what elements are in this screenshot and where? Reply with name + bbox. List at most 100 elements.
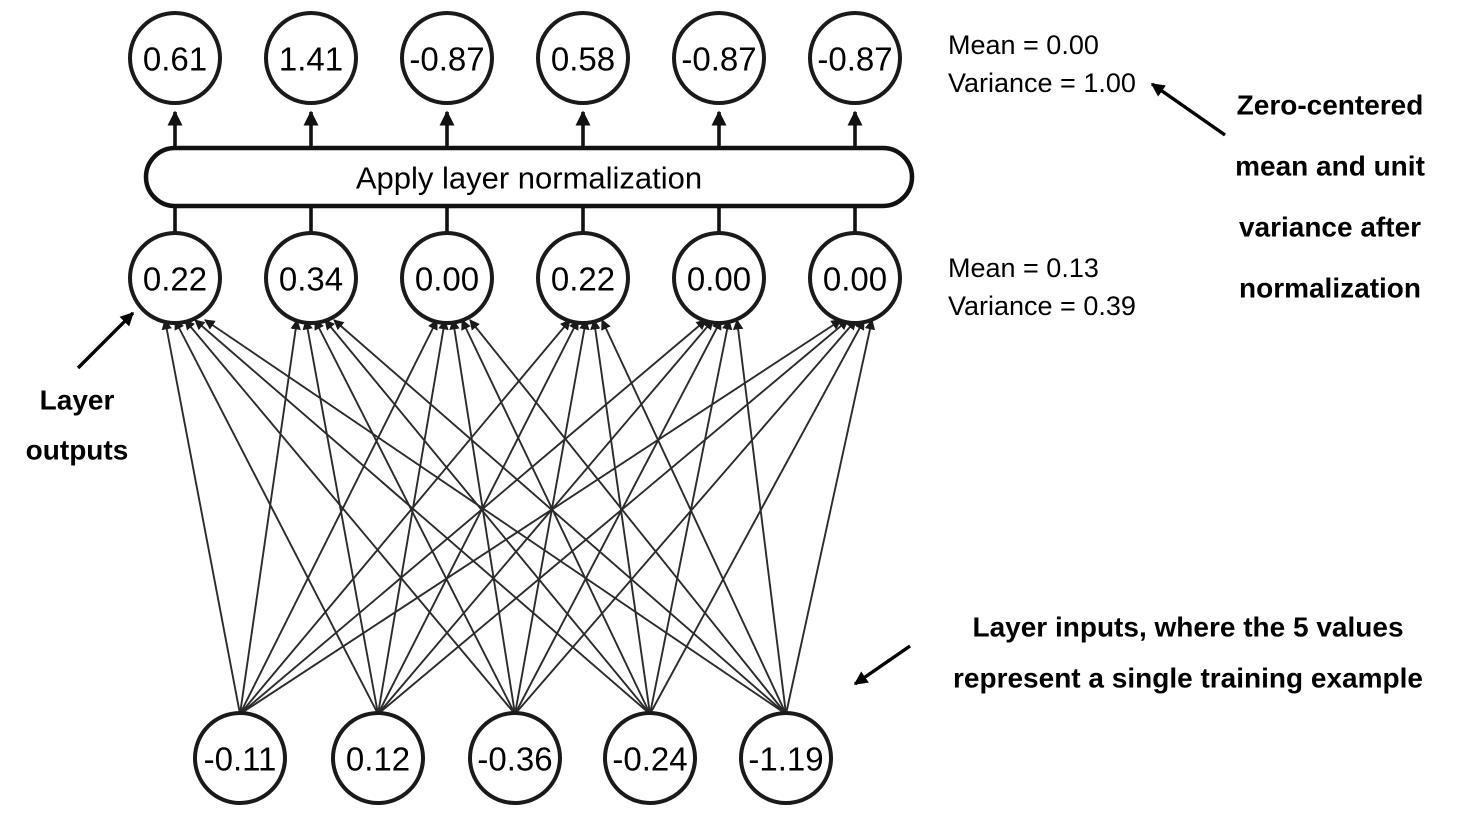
callout-line-2: mean and unit xyxy=(1235,151,1425,182)
node-layer-output[interactable]: 0.00 xyxy=(808,231,902,325)
node-shape xyxy=(603,711,697,805)
node-normalized-output[interactable]: -0.87 xyxy=(808,11,902,105)
edge-line xyxy=(732,318,787,715)
node-shape xyxy=(331,711,425,805)
edge-line xyxy=(302,318,379,715)
edge-line xyxy=(161,318,241,715)
callout-layer-outputs: Layer outputs xyxy=(26,311,135,466)
node-layer-input[interactable]: -0.11 xyxy=(193,711,287,805)
node-shape xyxy=(468,711,562,805)
callout-line-3: variance after xyxy=(1239,212,1421,243)
node-layer-input[interactable]: -0.24 xyxy=(603,711,697,805)
node-value: 0.12 xyxy=(346,741,410,778)
callout-line-1: Layer xyxy=(40,385,115,416)
normalized-output-stats: Mean = 0.00 Variance = 1.00 xyxy=(948,30,1136,98)
node-value: 0.00 xyxy=(415,261,479,298)
node-value: 0.22 xyxy=(551,261,615,298)
node-value: 0.00 xyxy=(687,261,751,298)
edge-line xyxy=(239,319,842,715)
normalized-output-nodes: 0.61 1.41 -0.87 0.58 -0.87 -0.87 xyxy=(128,11,902,105)
node-shape xyxy=(264,11,358,105)
edge-line xyxy=(449,318,516,715)
node-layer-input[interactable]: -0.36 xyxy=(468,711,562,805)
layer-output-nodes: 0.22 0.34 0.00 0.22 0.00 0.00 xyxy=(128,231,902,325)
node-value: -0.87 xyxy=(817,41,892,78)
edge-line xyxy=(333,319,787,715)
node-shape xyxy=(128,231,222,325)
callout-arrow-icon xyxy=(1150,82,1226,137)
edge-line xyxy=(314,319,516,715)
node-layer-output[interactable]: 0.22 xyxy=(536,231,630,325)
layer-output-stats: Mean = 0.13 Variance = 0.39 xyxy=(948,253,1136,321)
node-layer-input[interactable]: 0.12 xyxy=(331,711,425,805)
callout-line-2: represent a single training example xyxy=(953,663,1423,694)
node-value: 0.22 xyxy=(143,261,207,298)
edge-line xyxy=(377,319,849,715)
node-value: -0.11 xyxy=(204,741,277,778)
node-normalized-output[interactable]: -0.87 xyxy=(400,11,494,105)
arrow-group-box-to-normalized xyxy=(167,110,863,148)
edge-line xyxy=(239,318,301,715)
edge-line xyxy=(194,319,651,715)
norm-box-shape xyxy=(143,145,915,209)
callout-line-4: normalization xyxy=(1239,273,1421,304)
node-value: -0.87 xyxy=(409,41,484,78)
node-value: 0.34 xyxy=(279,261,343,298)
node-value: -1.19 xyxy=(748,741,823,778)
edge-line xyxy=(174,319,379,715)
edge-group-input-to-output xyxy=(161,318,876,715)
node-value: 0.58 xyxy=(551,41,615,78)
callout-layer-inputs: Layer inputs, where the 5 values represe… xyxy=(853,612,1423,694)
node-shape xyxy=(672,231,766,325)
edge-line xyxy=(377,318,449,715)
node-layer-input[interactable]: -1.19 xyxy=(739,711,833,805)
callout-arrow-icon xyxy=(853,644,911,686)
node-value: 0.61 xyxy=(143,41,207,78)
edge-line xyxy=(514,319,722,715)
node-shape xyxy=(739,711,833,805)
edge-line xyxy=(469,319,787,715)
node-value: 1.41 xyxy=(279,41,343,78)
node-layer-output[interactable]: 0.00 xyxy=(672,231,766,325)
stat-variance: Variance = 1.00 xyxy=(948,68,1136,98)
edge-line xyxy=(239,319,571,715)
edge-line xyxy=(601,319,787,715)
node-shape xyxy=(193,711,287,805)
node-shape xyxy=(128,11,222,105)
edge-line xyxy=(461,319,651,715)
callout-line-2: outputs xyxy=(26,435,129,466)
node-shape xyxy=(536,11,630,105)
edge-line xyxy=(785,318,876,715)
node-normalized-output[interactable]: 0.61 xyxy=(128,11,222,105)
norm-box-label: Apply layer normalization xyxy=(356,161,702,196)
node-value: -0.36 xyxy=(477,741,552,778)
stat-mean: Mean = 0.00 xyxy=(948,30,1099,60)
node-shape xyxy=(400,11,494,105)
callout-zero-centered: Zero-centered mean and unit variance aft… xyxy=(1150,82,1425,304)
callout-line-1: Layer inputs, where the 5 values xyxy=(972,612,1403,643)
node-value: -0.87 xyxy=(681,41,756,78)
edge-line xyxy=(377,319,714,715)
node-shape xyxy=(808,231,902,325)
node-normalized-output[interactable]: 0.58 xyxy=(536,11,630,105)
edge-line xyxy=(184,319,516,715)
apply-layer-normalization-box[interactable]: Apply layer normalization xyxy=(143,145,915,209)
edge-line xyxy=(239,319,707,715)
edge-line xyxy=(514,318,590,715)
node-normalized-output[interactable]: -0.87 xyxy=(672,11,766,105)
callout-arrow-icon xyxy=(76,311,135,370)
node-layer-output[interactable]: 0.22 xyxy=(128,231,222,325)
node-layer-output[interactable]: 0.00 xyxy=(400,231,494,325)
riser-group-outputs-to-box xyxy=(173,206,857,236)
node-layer-output[interactable]: 0.34 xyxy=(264,231,358,325)
node-value: 0.00 xyxy=(823,261,887,298)
edge-line xyxy=(649,319,865,715)
edge-line xyxy=(377,319,579,715)
node-normalized-output[interactable]: 1.41 xyxy=(264,11,358,105)
edge-line xyxy=(590,318,651,715)
node-shape xyxy=(400,231,494,325)
stat-mean: Mean = 0.13 xyxy=(948,253,1099,283)
node-shape xyxy=(672,11,766,105)
